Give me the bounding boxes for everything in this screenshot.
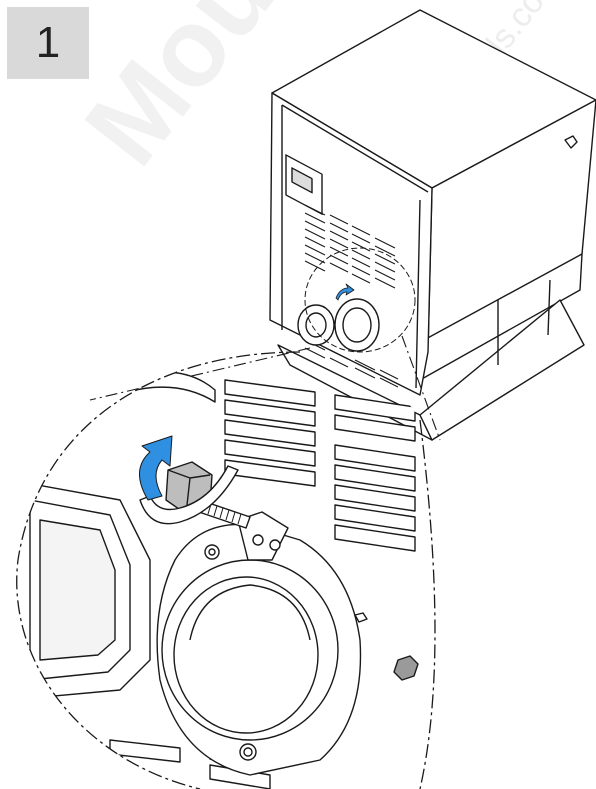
step-number: 1 [35, 18, 61, 67]
appliance-overview [269, 9, 596, 441]
detail-circle-boundary [16, 351, 436, 789]
rotate-arrow-icon [139, 435, 173, 501]
rotate-arrow-small-icon [335, 283, 355, 301]
detail-magnifier [16, 351, 436, 789]
step-badge: 1 [7, 7, 89, 79]
magnifier-leader-lines [89, 335, 441, 441]
